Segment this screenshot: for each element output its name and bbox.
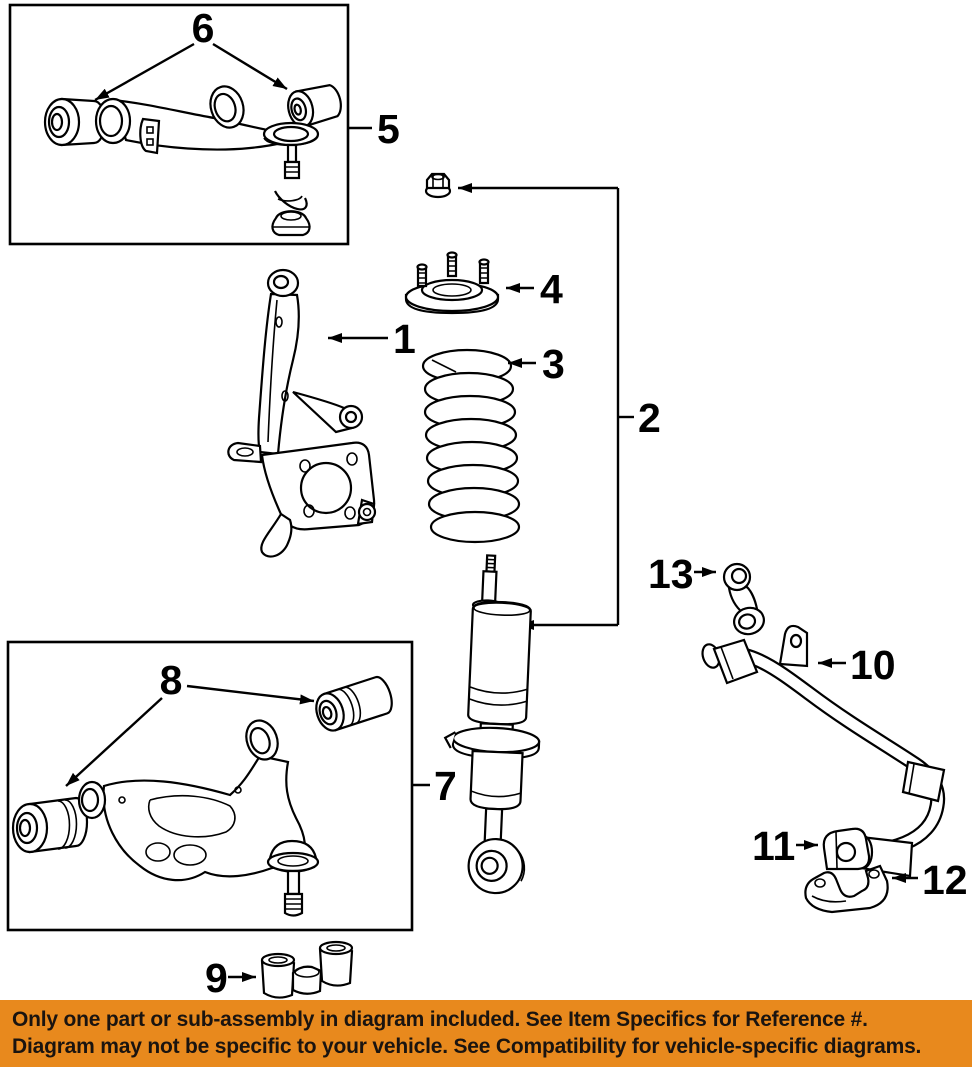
callout-10: 10	[850, 642, 896, 688]
callout-7: 7	[434, 763, 457, 809]
notice-line-1: Only one part or sub-assembly in diagram…	[12, 1008, 868, 1031]
callout-1: 1	[393, 316, 416, 362]
callout-6: 6	[192, 5, 215, 51]
notice-line-2: Diagram may not be specific to your vehi…	[12, 1035, 922, 1058]
stabilizer-bracket-drawing	[804, 864, 889, 914]
upper-control-arm-drawing	[43, 83, 342, 237]
bracket-9-drawing	[260, 940, 354, 999]
leader-8-right	[186, 684, 315, 705]
strut-mount-drawing	[404, 251, 500, 315]
lower-control-arm-assembly-box: 8	[6, 640, 414, 932]
lower-arm-bushing-left	[11, 796, 89, 854]
upper-arm-bushing-left	[43, 97, 107, 147]
callout-2: 2	[638, 395, 661, 441]
callout-11: 11	[752, 823, 795, 869]
steering-knuckle-drawing	[227, 268, 377, 558]
callout-12: 12	[922, 857, 968, 903]
callout-2-group: 2	[458, 183, 661, 630]
flange-nut-drawing	[424, 172, 452, 199]
callout-13: 13	[648, 551, 694, 597]
coil-spring-drawing	[421, 348, 521, 544]
callout-9: 9	[205, 955, 228, 1000]
callout-4: 4	[540, 266, 563, 312]
upper-control-arm-assembly-box: 6	[8, 3, 350, 246]
stabilizer-bushing-drawing	[822, 827, 871, 871]
stabilizer-link-drawing	[722, 562, 765, 636]
notice-banner: Only one part or sub-assembly in diagram…	[0, 1000, 972, 1067]
callout-8: 8	[160, 657, 183, 703]
strut-mount-studs	[416, 251, 490, 288]
lower-ball-joint	[266, 839, 320, 917]
parts-diagram: 6 5 2	[6, 3, 968, 1000]
callout-5: 5	[377, 106, 400, 152]
callout-3: 3	[542, 341, 565, 387]
lower-arm-bushing-right	[315, 675, 393, 732]
shock-absorber-drawing	[443, 554, 541, 895]
leader-6-right	[212, 42, 288, 91]
leader-6-left	[94, 42, 195, 102]
lower-control-arm-drawing	[11, 675, 393, 917]
leader-8-left	[65, 697, 163, 787]
